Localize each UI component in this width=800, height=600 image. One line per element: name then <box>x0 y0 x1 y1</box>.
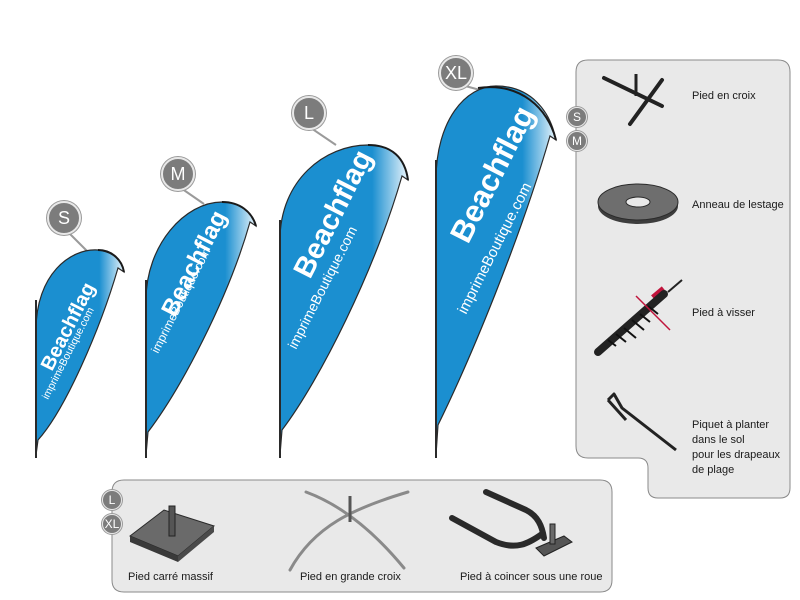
size-badge-s: S <box>47 201 81 235</box>
flag-xl <box>435 85 557 458</box>
ground-spike-icon <box>606 392 677 452</box>
bottom-item-2-label: Pied en grande croix <box>300 571 401 583</box>
size-badge-xl: XL <box>439 56 473 90</box>
bottom-badge-l: L <box>102 490 122 510</box>
screw-base-icon <box>594 279 683 356</box>
cross-base-icon <box>602 74 664 126</box>
flag-l <box>279 144 409 458</box>
right-badge-s: S <box>567 107 587 127</box>
right-item-1-label: Pied en croix <box>692 90 756 102</box>
right-item-4-label: Piquet à planter dans le sol pour les dr… <box>692 418 780 478</box>
right-item-4-line-4: de plage <box>692 464 735 476</box>
right-item-4-line-3: pour les drapeaux <box>692 449 781 461</box>
size-badge-m: M <box>161 157 195 191</box>
right-item-2-label: Anneau de lestage <box>692 199 784 211</box>
weight-ring-icon <box>597 183 679 224</box>
right-badge-m: M <box>567 131 587 151</box>
right-item-4-line-1: Piquet à planter <box>692 419 770 431</box>
bottom-badge-xl: XL <box>102 514 122 534</box>
bottom-item-3-label: Pied à coincer sous une roue <box>460 571 603 583</box>
right-item-3-label: Pied à visser <box>692 307 755 319</box>
bottom-item-1-label: Pied carré massif <box>128 571 213 583</box>
flag-m <box>145 201 258 458</box>
flag-s <box>35 249 125 458</box>
right-item-4-line-2: dans le sol <box>692 434 745 446</box>
size-badge-l: L <box>292 96 326 130</box>
square-base-icon <box>129 505 216 562</box>
wheel-base-icon <box>449 489 573 557</box>
large-cross-base-icon <box>288 490 410 572</box>
